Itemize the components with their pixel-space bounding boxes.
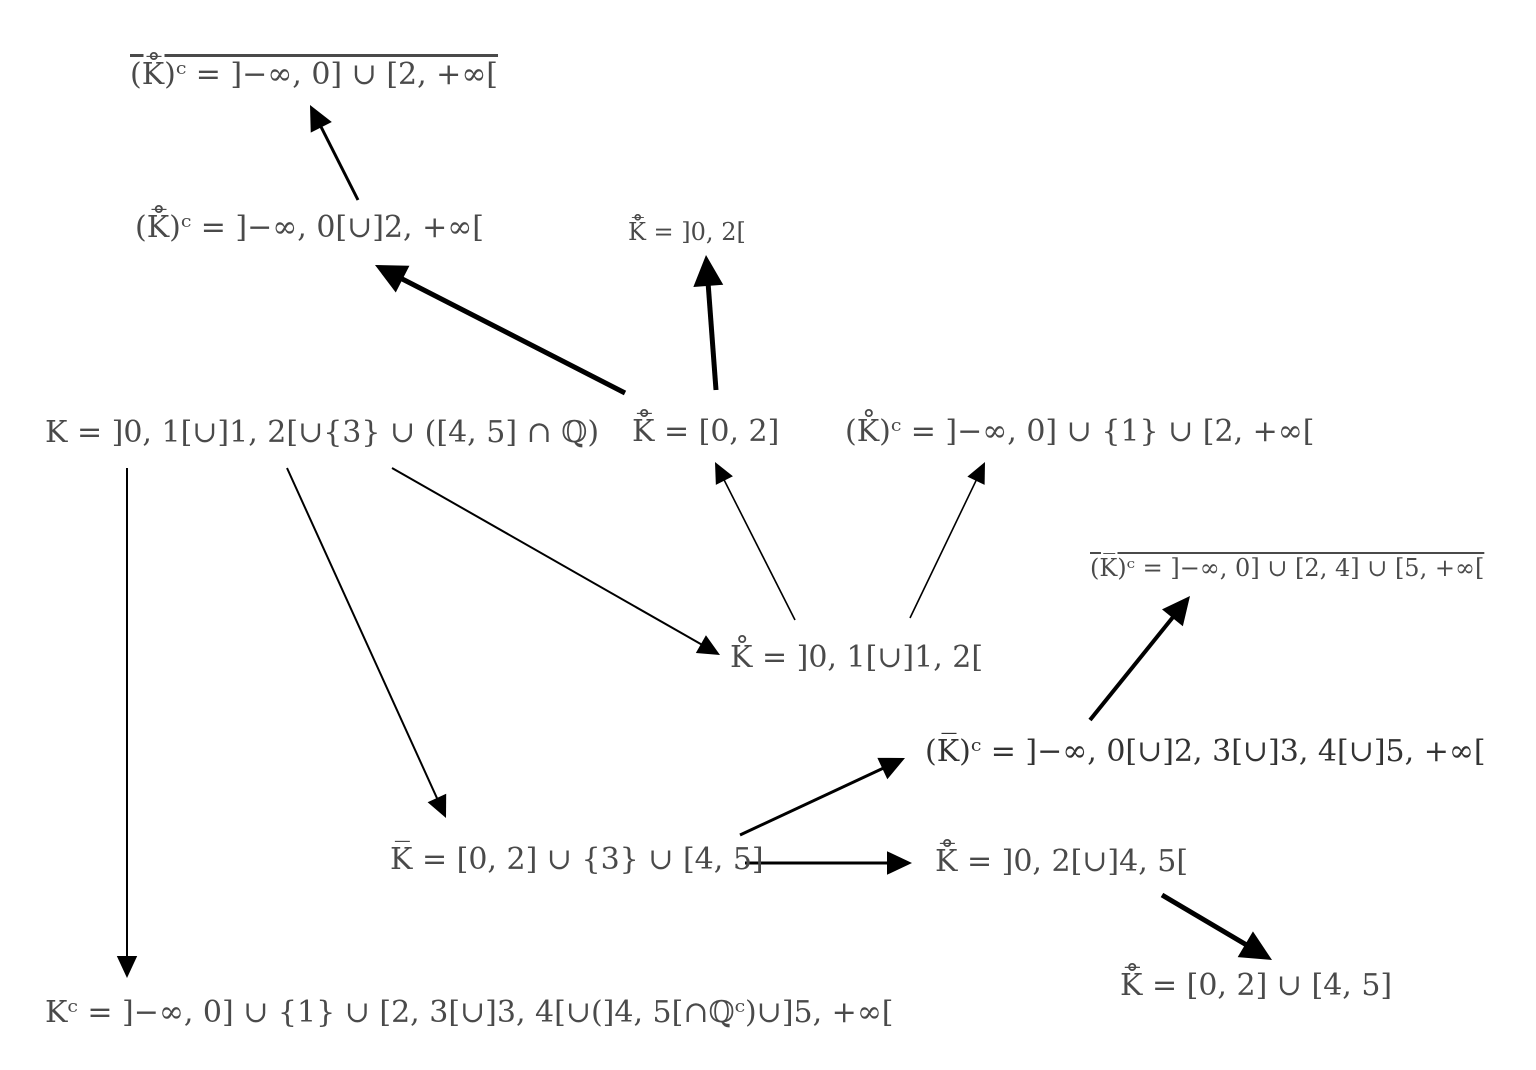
node-complement: Kᶜ = ]−∞, 0] ∪ {1} ∪ [2, 3[∪]3, 4[∪(]4, … (45, 995, 894, 1030)
arrow-to-interior (391, 467, 720, 655)
arrow-head (375, 265, 410, 293)
node-closure-interior-closure: K̅̊̅ = [0, 2] ∪ [4, 5] (1120, 968, 1393, 1003)
node-interior-closure-interior: K̊̅̊ = ]0, 2[ (628, 218, 746, 246)
arrow-to-closure-complement-closure (1088, 596, 1190, 722)
arrow-head (715, 462, 733, 485)
arrow-to-complement (116, 468, 138, 978)
node-K: K = ]0, 1[∪]1, 2[∪{3} ∪ ([4, 5] ∩ ℚ) (45, 415, 600, 450)
arrow-head (427, 793, 447, 818)
arrow-to-interior-closure-interior (693, 255, 724, 391)
arrow-head (877, 757, 905, 780)
arrow-to-closure-interior (715, 462, 796, 621)
node-closure-interior: K̊̅ = [0, 2] (632, 414, 780, 449)
arrow-shaft (1088, 614, 1176, 722)
node-closure-complement-closure-interior: (K̊̅)ᶜ = ]−∞, 0] ∪ [2, +∞[ (130, 57, 499, 92)
arrow-head (1237, 931, 1272, 960)
arrow-to-complement-closure-interior (375, 265, 627, 396)
arrow-to-complement-closure (739, 757, 905, 837)
node-complement-interior: (K̊)ᶜ = ]−∞, 0] ∪ {1} ∪ [2, +∞[ (845, 414, 1315, 449)
arrow-to-closure (286, 467, 447, 818)
arrow-shaft (705, 283, 719, 391)
arrow-head (695, 635, 720, 655)
arrow-to-complement-interior (909, 462, 985, 619)
node-closure: K̅ = [0, 2] ∪ {3} ∪ [4, 5] (390, 842, 764, 877)
arrow-shaft (1160, 892, 1249, 948)
arrow-shaft (909, 478, 978, 619)
node-closure-complement-closure: (K̅)ᶜ = ]−∞, 0] ∪ [2, 4] ∪ [5, +∞[ (1090, 554, 1485, 582)
arrow-to-closure-complement-closure-interior (310, 105, 360, 201)
arrow-head (693, 255, 724, 288)
arrow-head (310, 105, 332, 133)
arrow-shaft (399, 275, 627, 396)
arrow-head (887, 851, 912, 875)
arrow-head (116, 956, 138, 978)
arrow-shaft (739, 766, 885, 837)
arrow-to-interior-closure (745, 851, 912, 875)
arrow-shaft (286, 467, 439, 801)
arrow-head (967, 462, 985, 485)
arrow-to-closure-interior-closure (1160, 892, 1272, 960)
arrow-shaft (319, 124, 360, 201)
node-interior-closure: K̅̊ = ]0, 2[∪]4, 5[ (935, 844, 1189, 879)
node-interior: K̊ = ]0, 1[∪]1, 2[ (730, 640, 984, 675)
arrow-shaft (391, 467, 704, 646)
node-complement-closure: (K̅)ᶜ = ]−∞, 0[∪]2, 3[∪]3, 4[∪]5, +∞[ (925, 734, 1486, 769)
arrow-shaft (722, 478, 796, 621)
arrow-head (1161, 596, 1190, 627)
node-complement-closure-interior: (K̊̅)ᶜ = ]−∞, 0[∪]2, +∞[ (135, 210, 484, 245)
